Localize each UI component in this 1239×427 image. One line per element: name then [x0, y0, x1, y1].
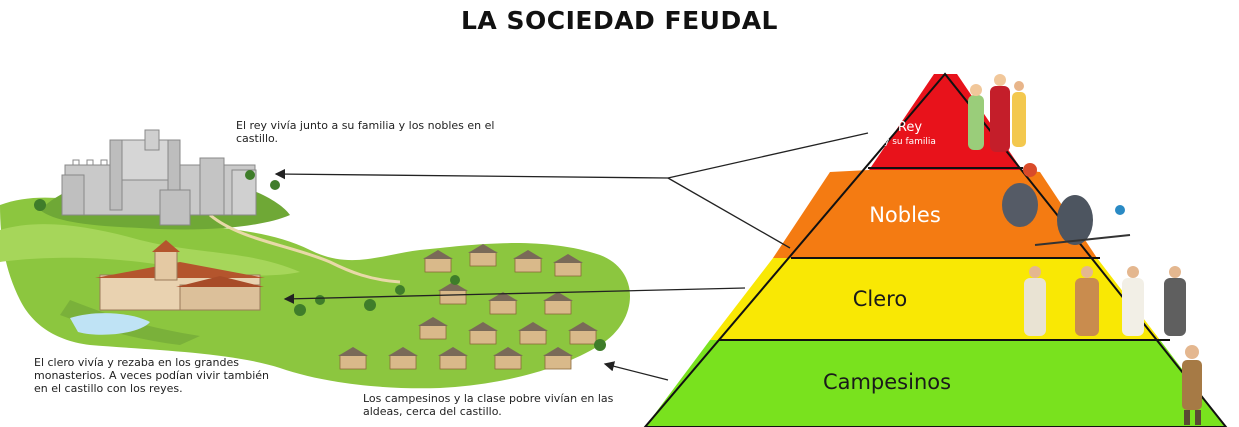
note-clero: El clero vivía y rezaba en los grandes m… — [34, 356, 270, 395]
king-family-figures — [968, 74, 1026, 152]
clergy-figures — [1024, 266, 1186, 336]
tier-sublabel-rey: y su familia — [884, 137, 936, 147]
social-pyramid: Rey y su familia Nobles Clero Campesinos — [643, 72, 1228, 427]
note-campesinos: Los campesinos y la clase pobre vivían e… — [363, 392, 614, 418]
castle-illustration — [61, 129, 257, 226]
monastery-illustration — [95, 240, 265, 311]
tier-label-nobles: Nobles — [869, 203, 941, 227]
knights-figures — [1002, 163, 1131, 246]
page-title: LA SOCIEDAD FEUDAL — [460, 6, 778, 35]
peasant-figure — [1182, 345, 1202, 425]
tier-label-clero: Clero — [853, 287, 907, 311]
village-illustration — [34, 170, 606, 370]
tier-rey — [869, 74, 1022, 170]
tier-label-campesinos: Campesinos — [823, 370, 951, 394]
tier-campesinos — [645, 340, 1226, 427]
note-rey: El rey vivía junto a su familia y los no… — [236, 119, 495, 145]
connector-arrows — [274, 132, 869, 381]
tier-clero — [710, 258, 1160, 340]
tier-label-rey: Rey — [898, 120, 922, 135]
